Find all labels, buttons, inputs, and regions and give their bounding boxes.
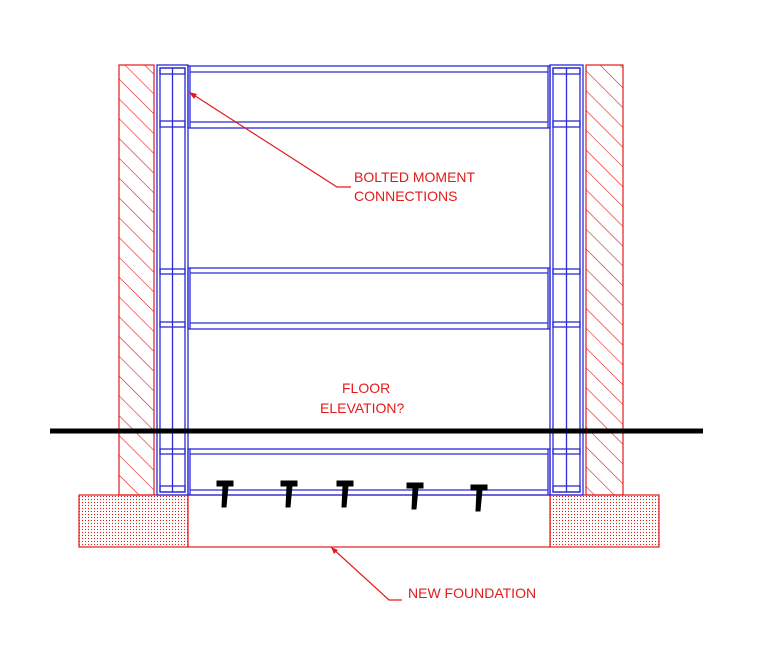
label-floor-line1: FLOOR <box>342 380 390 396</box>
label-moment-line1: BOLTED MOMENT <box>354 169 476 185</box>
right-wall-hatched <box>585 64 624 496</box>
top-beam <box>187 65 551 129</box>
left-column <box>156 64 189 496</box>
moment-connection-leader <box>188 91 351 188</box>
anchor-bolt <box>470 484 488 512</box>
left-wall-hatched <box>118 64 155 496</box>
label-new-foundation: NEW FOUNDATION <box>408 585 536 601</box>
anchor-bolt <box>406 482 424 510</box>
label-moment-line2: CONNECTIONS <box>354 188 457 204</box>
grade-beam <box>187 448 551 496</box>
anchor-bolt <box>280 480 298 508</box>
anchor-bolts <box>216 480 488 512</box>
anchor-bolt <box>336 480 354 508</box>
right-footing <box>549 494 660 548</box>
middle-beam <box>187 267 551 330</box>
left-footing <box>78 494 189 548</box>
right-column <box>549 64 584 496</box>
foundation-leader <box>330 546 402 601</box>
anchor-bolt <box>216 480 234 508</box>
label-floor-line2: ELEVATION? <box>320 400 405 416</box>
new-foundation-slab <box>187 494 551 548</box>
